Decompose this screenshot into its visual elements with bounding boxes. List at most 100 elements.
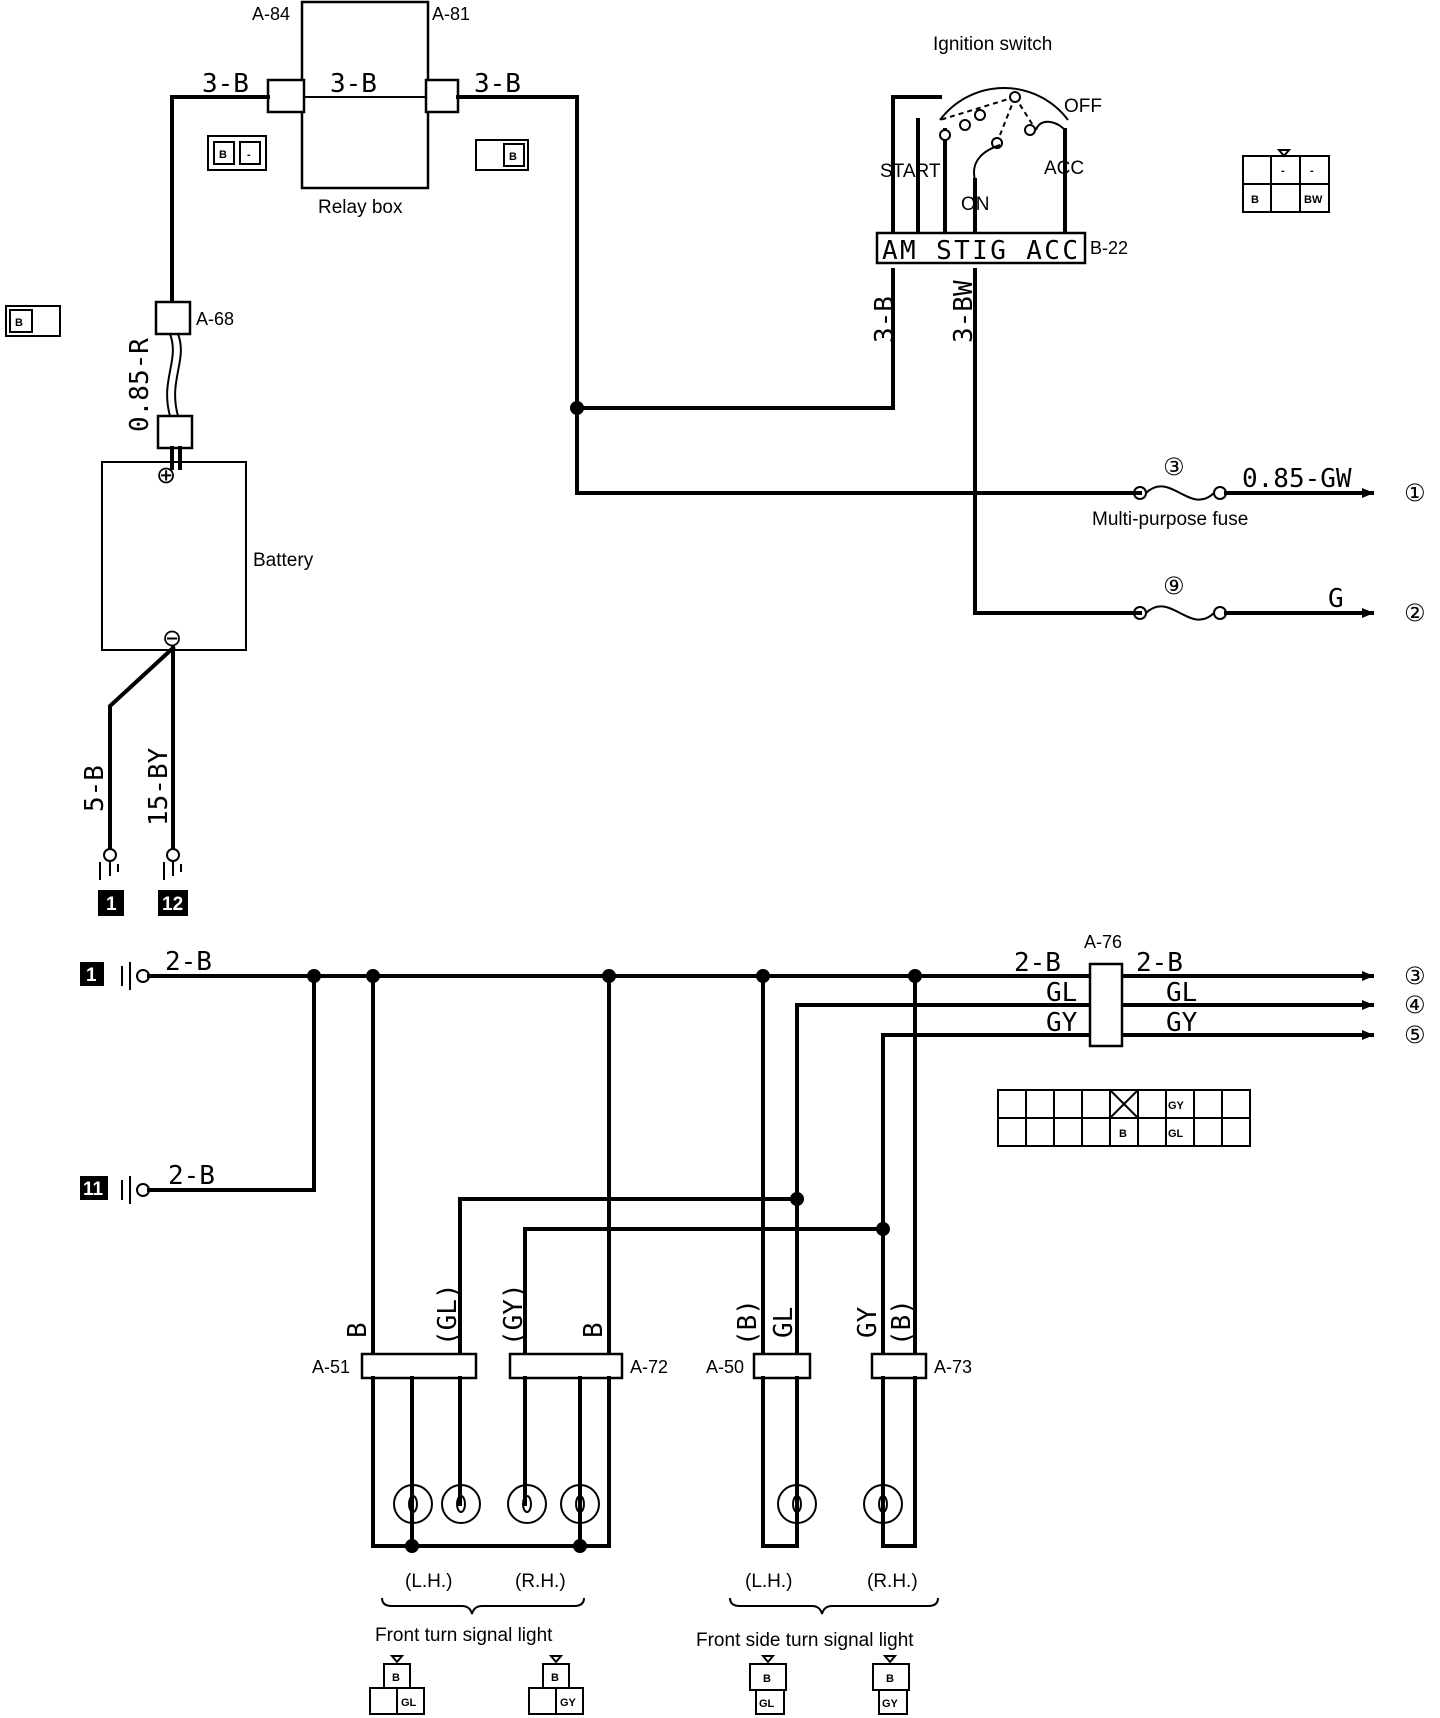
switch-position-start: START: [880, 161, 941, 182]
fusible-link: [166, 333, 182, 417]
wire-label: GL: [769, 1307, 799, 1338]
connector-face-icon: B GY: [872, 1655, 910, 1715]
bulb-icon: [560, 1484, 600, 1524]
connector-label-b22: B-22: [1090, 238, 1128, 258]
bulb-icon: [863, 1484, 903, 1524]
left-hand-label: (L.H.): [405, 1571, 453, 1592]
wire-label: (GL): [433, 1283, 463, 1346]
connector-a50: [752, 1352, 812, 1380]
connector-label-a72: A-72: [630, 1357, 668, 1377]
wire-label: (B): [733, 1299, 763, 1346]
wire-label: GL: [1046, 978, 1077, 1008]
wire-label: 3-B: [474, 69, 521, 99]
battery-minus-terminal: ⊖: [162, 624, 182, 652]
svg-text:GY: GY: [882, 1698, 899, 1710]
output-1: ①: [1404, 479, 1426, 507]
svg-text:B: B: [15, 317, 23, 329]
ground-tag-1: [98, 890, 124, 916]
svg-text:B: B: [392, 1672, 400, 1684]
connector-a72: [508, 1352, 624, 1380]
ground-icon: [121, 962, 150, 990]
multi-purpose-fuse-label: Multi-purpose fuse: [1092, 509, 1248, 530]
svg-text:BW: BW: [1304, 194, 1323, 206]
connector-label-a68: A-68: [196, 309, 234, 329]
wire-label: 2-B: [165, 947, 212, 977]
svg-text:GL: GL: [401, 1697, 417, 1709]
bulb-icon: [777, 1484, 817, 1524]
bulb-icon: [393, 1484, 433, 1524]
wire-label: 2-B: [1014, 948, 1061, 978]
output-5: ⑤: [1404, 1021, 1426, 1049]
wire-label: GY: [1046, 1008, 1078, 1038]
bulb-icon: [507, 1484, 547, 1524]
wire-label: 5-B: [80, 765, 110, 812]
svg-text:B: B: [1251, 194, 1259, 206]
svg-text:B: B: [1119, 1128, 1127, 1140]
svg-text:-: -: [1310, 165, 1314, 177]
relay-box: [266, 0, 460, 190]
wire-label: 3-B: [330, 69, 377, 99]
connector-face-icon: B: [5, 305, 61, 337]
connector-face-icon: - - B BW: [1242, 149, 1330, 213]
wire-label: GY: [1166, 1008, 1198, 1038]
junction-dot: [570, 401, 584, 415]
ground-icon: [163, 848, 182, 880]
switch-position-off: OFF: [1064, 96, 1102, 117]
svg-text:GY: GY: [560, 1697, 577, 1709]
battery: [101, 461, 247, 651]
wire-label: 3-BW: [949, 280, 979, 343]
connector-face-icon: B: [475, 139, 529, 171]
svg-text:B: B: [763, 1673, 771, 1685]
svg-text:B: B: [551, 1672, 559, 1684]
wire-label: 3-B: [202, 69, 249, 99]
connector-label-a73: A-73: [934, 1357, 972, 1377]
fuse-icon: [1133, 605, 1374, 621]
ground-tag-11: [80, 1176, 108, 1200]
bulb-icon: [441, 1484, 481, 1524]
switch-terminals: AM STIG ACC: [882, 236, 1078, 266]
output-2: ②: [1404, 599, 1426, 627]
connector-face-icon: GY B GL: [997, 1089, 1251, 1147]
connector-a76: [1088, 962, 1124, 1048]
front-side-turn-signal-light-label: Front side turn signal light: [696, 1630, 914, 1651]
battery-label: Battery: [253, 550, 314, 571]
connector-face-icon: B GL: [749, 1655, 787, 1715]
ground-icon: [121, 1176, 150, 1204]
left-hand-label: (L.H.): [745, 1571, 793, 1592]
right-hand-label: (R.H.): [867, 1571, 918, 1592]
ground-tag-12: [158, 890, 188, 916]
svg-text:B: B: [509, 151, 517, 163]
wire-label: (B): [887, 1299, 917, 1346]
front-turn-signal-light-label: Front turn signal light: [375, 1625, 553, 1646]
ground-icon: [99, 848, 119, 880]
fuse-icon: [1133, 485, 1374, 501]
output-4: ④: [1404, 991, 1426, 1019]
connector-a73: [870, 1352, 928, 1380]
switch-position-acc: ACC: [1044, 158, 1084, 179]
connector-label-a84: A-84: [252, 4, 290, 24]
fuse-number-3: ③: [1163, 453, 1185, 481]
connector-label-a76: A-76: [1084, 932, 1122, 952]
wire-label: GY: [853, 1306, 883, 1338]
brace: [729, 1597, 939, 1615]
wire-label: 15-BY: [144, 747, 174, 826]
battery-plus-terminal: ⊕: [156, 461, 176, 489]
wire-label: 0.85-R: [125, 338, 155, 432]
ground-number: 1: [86, 965, 97, 986]
svg-text:B: B: [886, 1673, 894, 1685]
brace: [381, 1597, 585, 1615]
wire-label: 2-B: [168, 1161, 215, 1191]
svg-text:GL: GL: [759, 1698, 775, 1710]
connector-face-icon: B GL: [369, 1655, 425, 1715]
switch-position-on: ON: [961, 194, 990, 215]
wire-label: B: [579, 1322, 609, 1338]
output-3: ③: [1404, 962, 1426, 990]
svg-text:B: B: [219, 149, 227, 161]
svg-text:-: -: [1281, 165, 1285, 177]
wire-label: B: [343, 1322, 373, 1338]
relay-box-label: Relay box: [318, 197, 403, 218]
connector-a51: [360, 1352, 478, 1380]
svg-text:GL: GL: [1168, 1128, 1184, 1140]
wire-label: GL: [1166, 978, 1197, 1008]
